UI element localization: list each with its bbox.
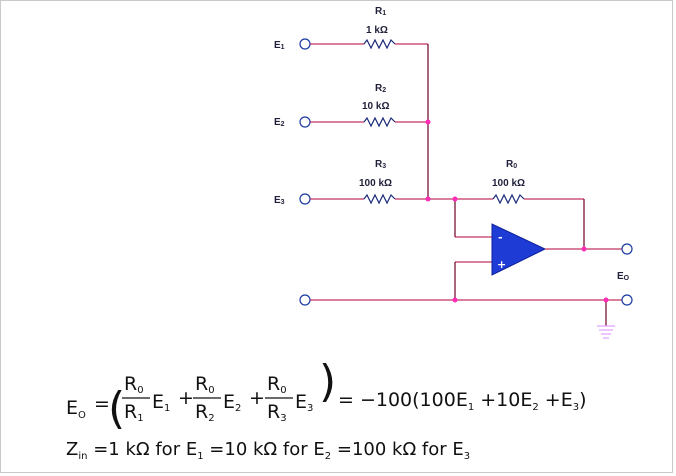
eq-t1-var: E1: [152, 391, 170, 414]
r0-name: R0: [506, 159, 517, 170]
gain-equation: EO = ( R0 R1 E1 + R0 R2 E2 + R0 R3 E3 ) …: [66, 356, 587, 434]
terminal-icon: [299, 294, 311, 306]
eq-equals: =: [94, 393, 110, 415]
opamp-inv-sign: -: [498, 231, 503, 244]
terminal-icon: [621, 243, 633, 255]
resistor-icon: [363, 193, 396, 205]
resistor-icon: [363, 38, 396, 50]
junction-node: [425, 196, 431, 202]
r0-value: 100 kΩ: [492, 178, 525, 189]
junction-node: [581, 246, 587, 252]
r3-name: R3: [375, 159, 386, 170]
eq-t2-var: E2: [223, 391, 241, 414]
eq-close-paren: ): [319, 356, 336, 407]
terminal-icon: [299, 116, 311, 128]
terminal-icon: [299, 38, 311, 50]
input-label-e1: E1: [274, 40, 285, 51]
eq-t3-var: E3: [295, 391, 313, 414]
input-impedance-line: Zin =1 kΩ for E1 =10 kΩ for E2 =100 kΩ f…: [66, 439, 470, 462]
opamp-noninv-sign: +: [497, 258, 506, 271]
eq-t2-den: R2: [195, 401, 215, 424]
eq-t2-op: +: [249, 387, 265, 409]
resistor-icon: [363, 116, 396, 128]
input-label-e2: E2: [274, 117, 285, 128]
ground-icon: [597, 300, 615, 339]
feedback-path: [455, 193, 585, 249]
junction-node: [603, 297, 609, 303]
eq-lhs: EO: [66, 397, 86, 421]
terminal-icon: [299, 193, 311, 205]
junction-node: [452, 196, 458, 202]
junction-node: [452, 297, 458, 303]
r3-branch: [310, 193, 455, 205]
eq-t1-num: R0: [124, 373, 144, 396]
opamp-triangle-icon: [491, 223, 547, 276]
r3-value: 100 kΩ: [359, 178, 392, 189]
eq-open-paren: (: [108, 383, 125, 434]
r1-name: R1: [375, 6, 386, 17]
r2-branch: [310, 116, 428, 128]
r2-name: R2: [375, 83, 386, 94]
terminal-icon: [621, 294, 633, 306]
eq-t3-num: R0: [267, 373, 287, 396]
resistor-icon: [492, 193, 525, 205]
eq-rhs: = −100(100E1 +10E2 +E3): [338, 389, 587, 413]
r1-branch: [310, 38, 428, 50]
eq-t3-den: R3: [267, 401, 287, 424]
eq-t1-den: R1: [124, 401, 144, 424]
r2-value: 10 kΩ: [362, 101, 389, 112]
output-label: EO: [617, 271, 630, 282]
r1-value: 1 kΩ: [366, 25, 388, 36]
eq-t2-num: R0: [195, 373, 215, 396]
eq-t1-op: +: [178, 387, 194, 409]
junction-node: [425, 119, 431, 125]
input-label-e3: E3: [274, 195, 285, 206]
